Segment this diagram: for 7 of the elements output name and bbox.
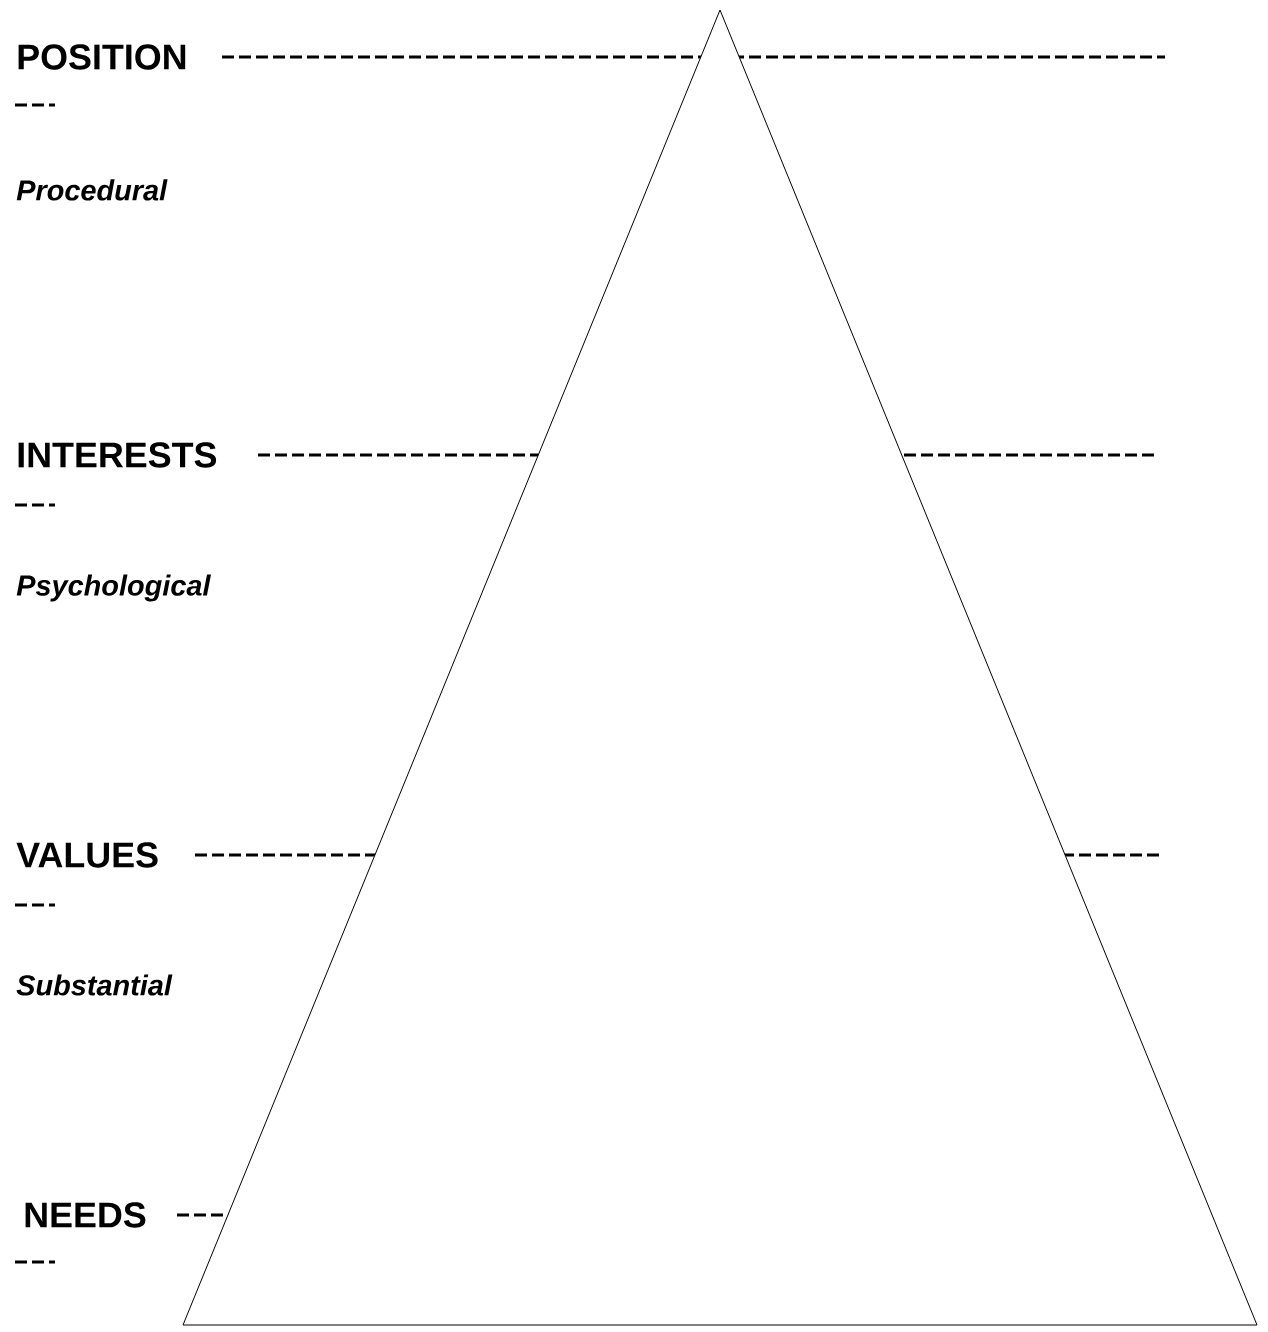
level-label: NEEDS bbox=[22, 1201, 148, 1229]
level-label: POSITION bbox=[15, 43, 189, 71]
category-label: Substantial bbox=[15, 973, 173, 997]
level-label: VALUES bbox=[15, 841, 160, 869]
category-label: Procedural bbox=[15, 178, 169, 202]
level-label: INTERESTS bbox=[15, 441, 219, 469]
category-label: Psychological bbox=[15, 573, 212, 603]
